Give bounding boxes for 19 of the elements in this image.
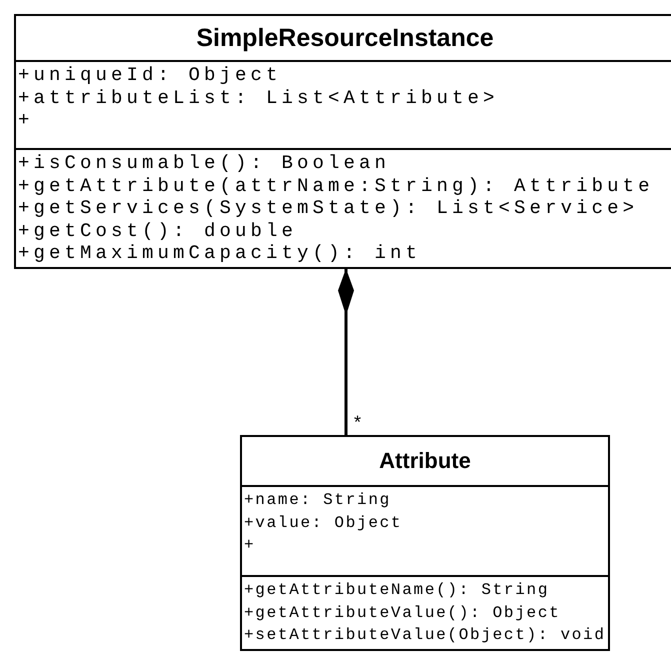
method-text: +getAttributeName(): String [244, 580, 550, 601]
class-box [240, 435, 610, 650]
class-name: SimpleResourceInstance [16, 16, 671, 62]
attribute-text: +attributeList: List<Attribute> [18, 86, 499, 109]
attribute-text: +uniqueId: Object [18, 64, 282, 86]
method-text: +isConsumable(): Boolean [18, 152, 390, 174]
class-box [14, 14, 671, 268]
method-text: +getAttributeValue(): Object [244, 602, 560, 624]
method-text: +getCost(): double [18, 220, 298, 242]
method-text: +getServices(SystemState): List<Service> [18, 197, 638, 220]
method-text: +getAttribute(attrName:String): Attribute [18, 174, 654, 197]
method-text: +setAttributeValue(Object): void [244, 625, 606, 646]
attribute-text: + [244, 535, 256, 556]
class-name: Attribute [242, 437, 608, 487]
method-text: +getMaximumCapacity(): int [18, 242, 422, 264]
attribute-text: + [18, 109, 34, 132]
attribute-text: +name: String [244, 490, 391, 511]
attribute-text: +value: Object [244, 512, 402, 534]
composition-line [338, 268, 354, 435]
